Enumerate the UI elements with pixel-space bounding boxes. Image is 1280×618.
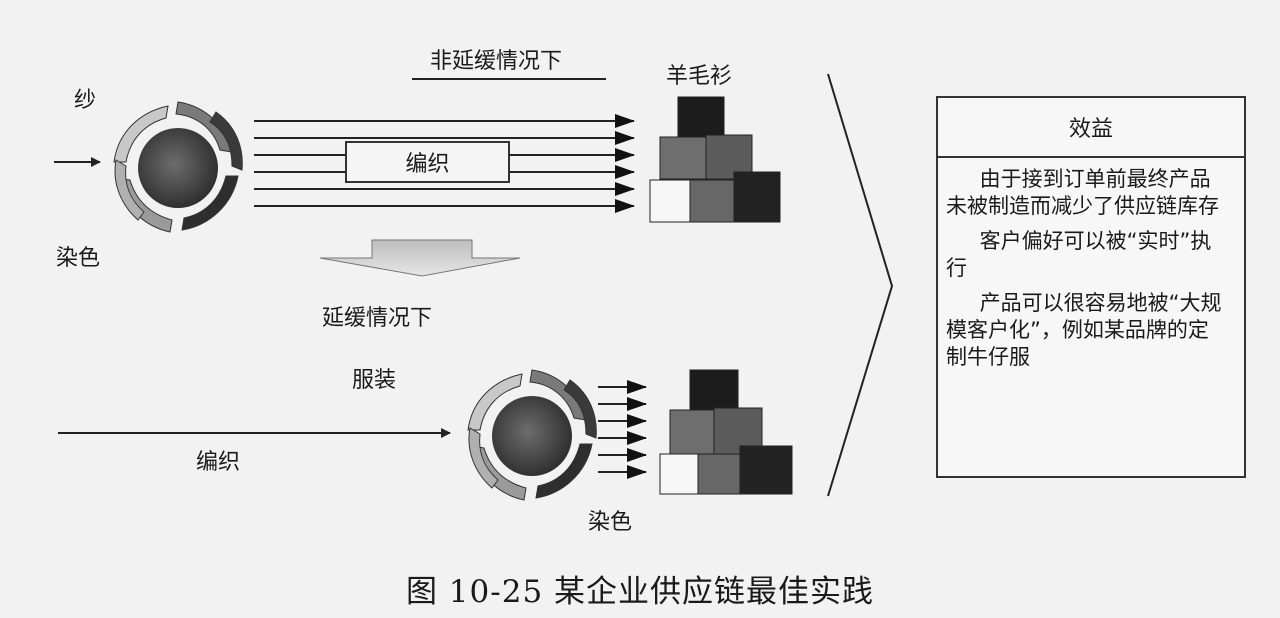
benefit-panel-body: 由于接到订单前最终产品未被制造而减少了供应链库存 客户偏好可以被“实时”执行 产… [938,158,1244,371]
sweater-label: 羊毛衫 [666,64,733,89]
knit-box: 编织 [345,141,510,183]
benefit-item-realtime: 客户偏好可以被“实时”执行 [946,229,1212,280]
sweater-blocks-top-icon [649,96,781,223]
garment-blocks-bottom-icon [659,369,793,495]
dye-drum-top-icon [113,101,243,233]
figure-caption: 图 10-25 某企业供应链最佳实践 [405,574,875,610]
benefit-panel: 效益 由于接到订单前最终产品未被制造而减少了供应链库存 客户偏好可以被“实时”执… [936,96,1246,478]
garment-label: 服装 [352,368,397,393]
benefit-item-inventory: 由于接到订单前最终产品未被制造而减少了供应链库存 [946,167,1219,218]
benefit-item-customization: 产品可以很容易地被“大规模客户化”，例如某品牌的定制牛仔服 [946,291,1222,369]
benefit-panel-title: 效益 [938,98,1244,158]
dye-flow-arrows [598,380,647,479]
no-postpone-title: 非延缓情况下 [430,49,563,74]
dye-drum-bottom-icon [467,369,597,501]
dye-bottom-label: 染色 [588,510,633,535]
knit-bottom-label: 编织 [196,450,241,475]
postpone-down-arrow [319,239,521,277]
dye-top-label: 染色 [56,246,101,271]
postpone-title: 延缓情况下 [322,306,433,331]
benefit-chevron [827,73,894,497]
yarn-label: 纱 [74,88,97,113]
knit-top-label: 编织 [405,152,450,177]
